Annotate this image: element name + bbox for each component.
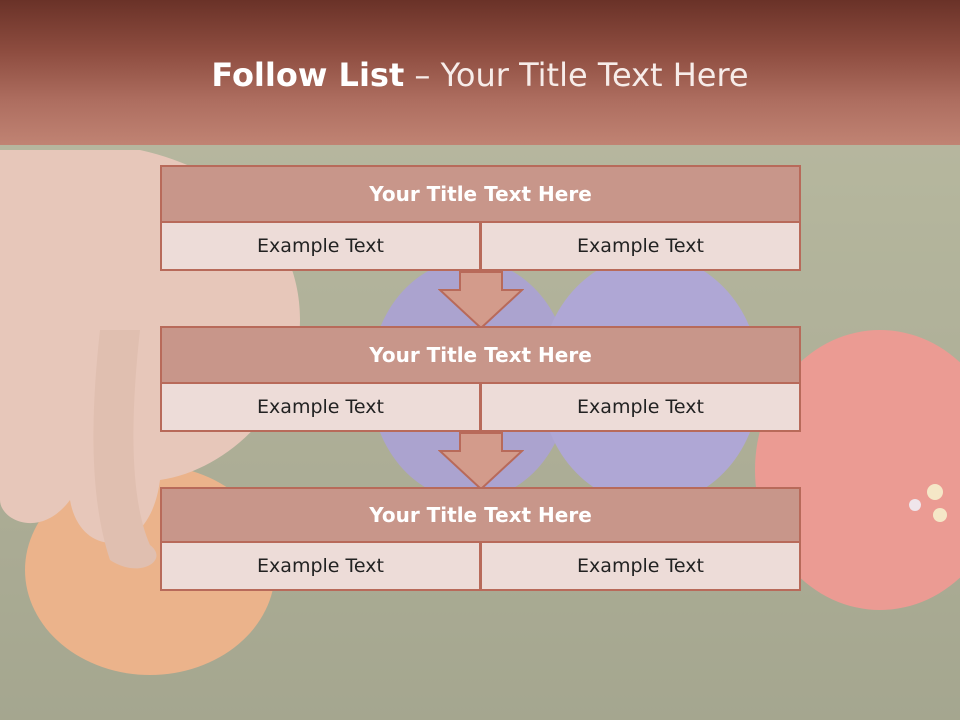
step-right-cell: Example Text bbox=[480, 541, 801, 591]
step-right-cell: Example Text bbox=[480, 382, 801, 432]
step-title: Your Title Text Here bbox=[160, 487, 801, 543]
title-rest: – Your Title Text Here bbox=[414, 56, 749, 94]
header-band: Follow List – Your Title Text Here bbox=[0, 0, 960, 145]
step-left-cell: Example Text bbox=[160, 541, 481, 591]
down-arrow-icon bbox=[438, 432, 524, 491]
step-title: Your Title Text Here bbox=[160, 165, 801, 223]
step-title: Your Title Text Here bbox=[160, 326, 801, 384]
step-left-cell: Example Text bbox=[160, 221, 481, 271]
step-left-cell: Example Text bbox=[160, 382, 481, 432]
step-right-cell: Example Text bbox=[480, 221, 801, 271]
down-arrow-icon bbox=[438, 271, 524, 330]
slide-title: Follow List – Your Title Text Here bbox=[0, 56, 960, 94]
title-bold: Follow List bbox=[211, 56, 405, 94]
